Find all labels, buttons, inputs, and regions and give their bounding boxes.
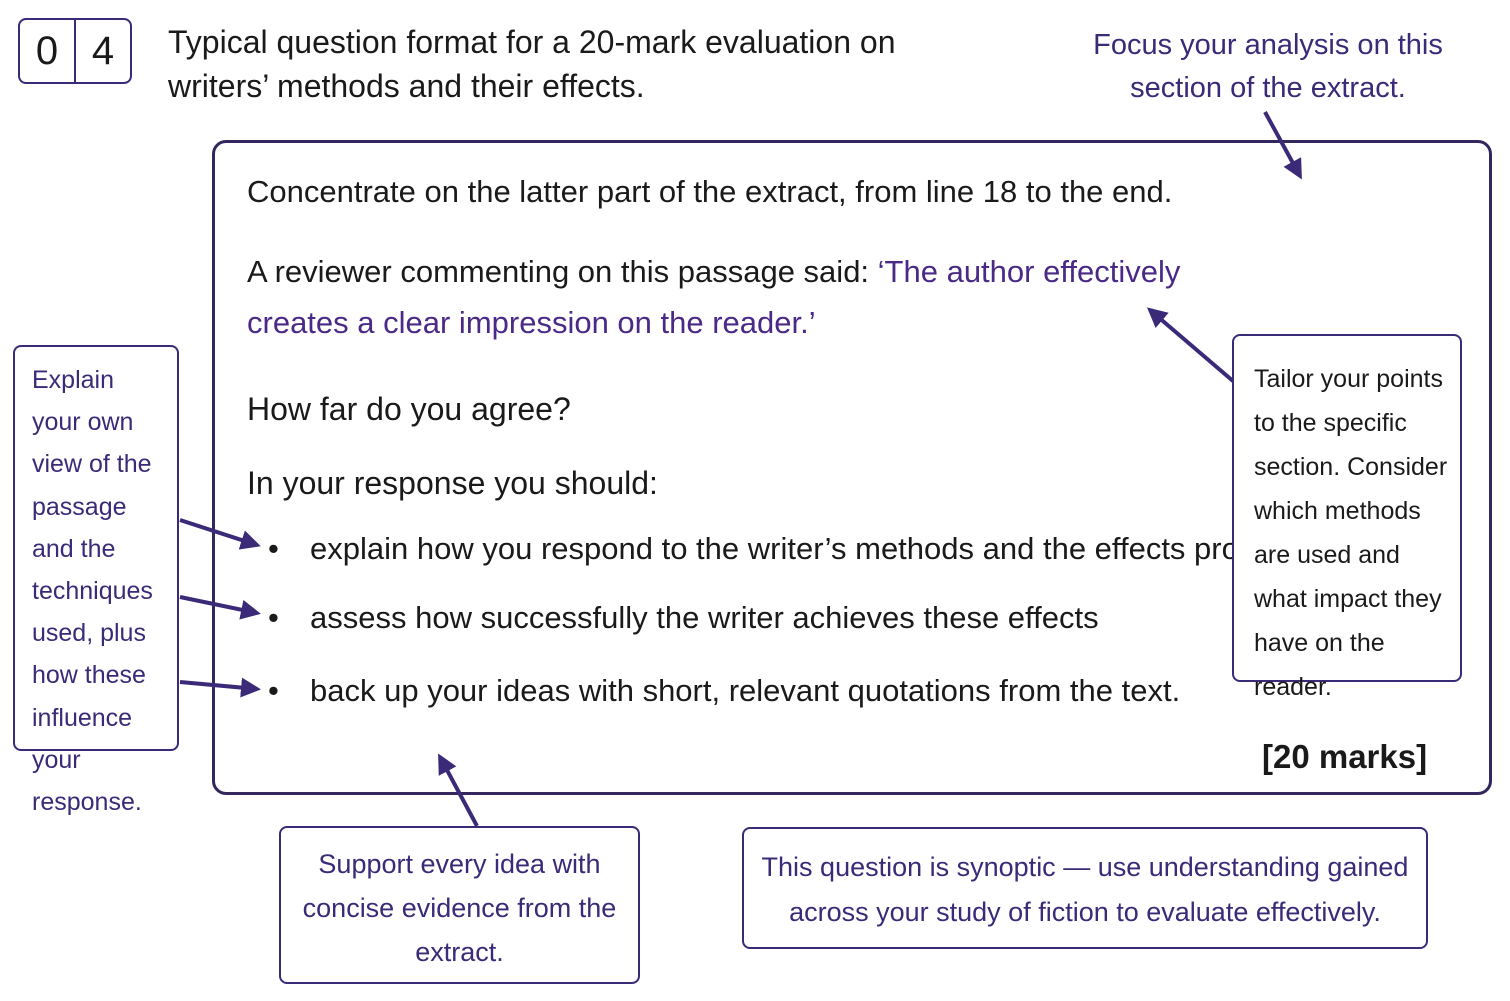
bullet-lead: explain	[310, 531, 409, 566]
focus-note: Focus your analysis on this section of t…	[1093, 29, 1443, 104]
page-heading: Typical question format for a 20-mark ev…	[168, 24, 896, 104]
marks-label: [20 marks]	[1262, 738, 1428, 775]
bullet-text: assess how successfully the writer achie…	[310, 600, 1099, 635]
reviewer-quote: ‘The author effectively creates a clear …	[247, 254, 1181, 340]
reviewer-statement: A reviewer commenting on this passage sa…	[247, 246, 1227, 348]
question-number-digit-1: 0	[35, 28, 59, 73]
callout-synoptic: This question is synoptic — use understa…	[742, 827, 1428, 949]
question-instruction: Concentrate on the latter part of the ex…	[247, 174, 1173, 209]
bullet-text: how you respond to the writer’s methods …	[408, 531, 1324, 566]
callout-own-view: Explain your own view of the passage and…	[13, 345, 179, 816]
bullet-text: back up your ideas with short, relevant …	[310, 673, 1181, 708]
question-number-digit-2: 4	[74, 20, 130, 82]
response-intro: In your response you should:	[247, 465, 658, 501]
bullet-assess: • assess how successfully the writer achi…	[268, 595, 1099, 641]
bullet-quotations: • back up your ideas with short, relevant…	[268, 668, 1180, 714]
callout-tailor-points: Tailor your points to the specific secti…	[1232, 334, 1462, 701]
bullet-explain: • explain how you respond to the writer’s…	[268, 526, 1323, 572]
bullet-dot: •	[268, 600, 279, 635]
bullet-dot: •	[268, 531, 279, 566]
callout-support-evidence: Support every idea with concise evidence…	[279, 826, 640, 984]
question-number: 0 4	[18, 18, 132, 84]
agree-prompt: How far do you agree?	[247, 391, 571, 427]
bullet-dot: •	[268, 673, 279, 708]
question-box	[212, 140, 1492, 795]
reviewer-prefix: A reviewer commenting on this passage sa…	[247, 254, 878, 289]
